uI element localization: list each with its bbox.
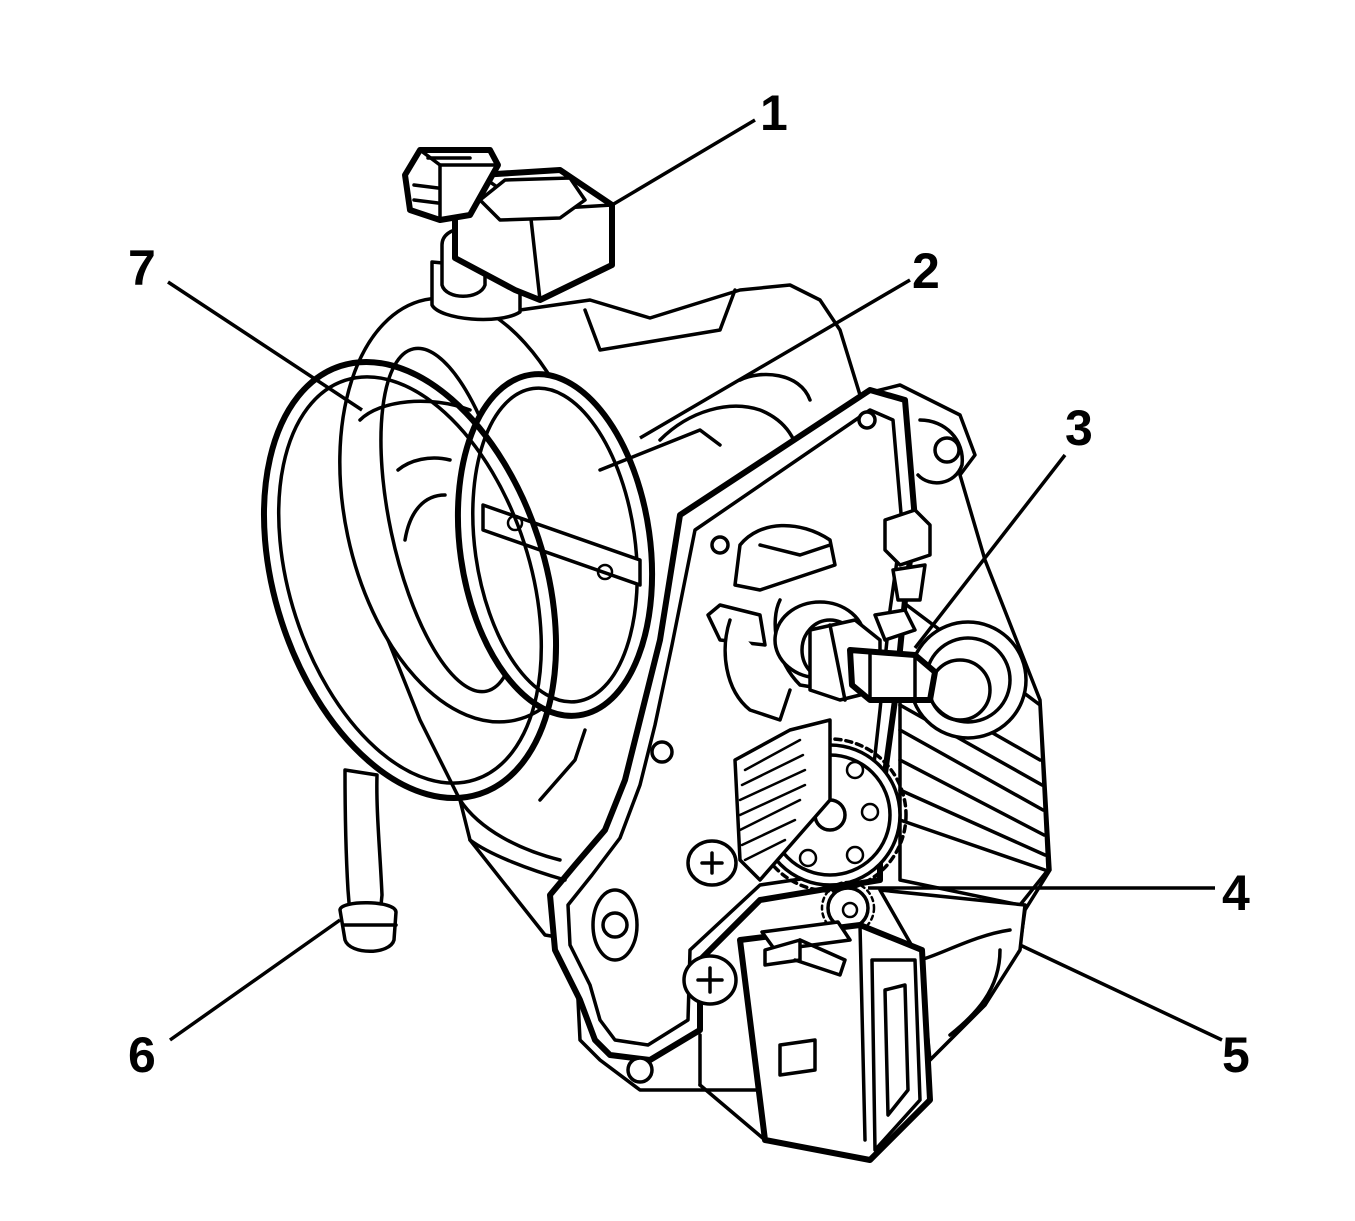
leader-line-2 bbox=[639, 278, 911, 440]
drive-gear bbox=[733, 718, 908, 936]
throttle-body-illustration bbox=[260, 147, 1052, 1163]
leader-line-5 bbox=[1019, 943, 1223, 1042]
callout-3: 3 bbox=[1065, 400, 1093, 456]
adjust-bolt bbox=[883, 508, 932, 602]
callout-7: 7 bbox=[128, 240, 156, 296]
plate-bolt-hole bbox=[710, 535, 730, 555]
cover-screw bbox=[686, 839, 738, 887]
inlet-seal bbox=[260, 358, 560, 802]
callout-6: 6 bbox=[128, 1027, 156, 1083]
cover-screw bbox=[682, 954, 738, 1006]
leader-line-6 bbox=[168, 918, 342, 1042]
plate-bolt-hole bbox=[650, 740, 674, 764]
leader-line-1 bbox=[611, 118, 756, 207]
callout-labels: 1 2 3 4 5 6 7 bbox=[128, 85, 1250, 1083]
sensor-assembly bbox=[402, 147, 615, 322]
throttle-shaft-end bbox=[808, 608, 938, 703]
leader-line-7 bbox=[167, 280, 363, 412]
callout-5: 5 bbox=[1222, 1027, 1250, 1083]
leader-line-3 bbox=[913, 453, 1067, 650]
motor-connector bbox=[698, 920, 933, 1163]
vacuum-port bbox=[338, 768, 398, 953]
callout-4: 4 bbox=[1222, 865, 1250, 921]
leader-lines bbox=[167, 118, 1223, 1042]
plate-bolt-hole bbox=[857, 410, 877, 430]
callout-2: 2 bbox=[912, 243, 940, 299]
callout-1: 1 bbox=[760, 85, 788, 141]
